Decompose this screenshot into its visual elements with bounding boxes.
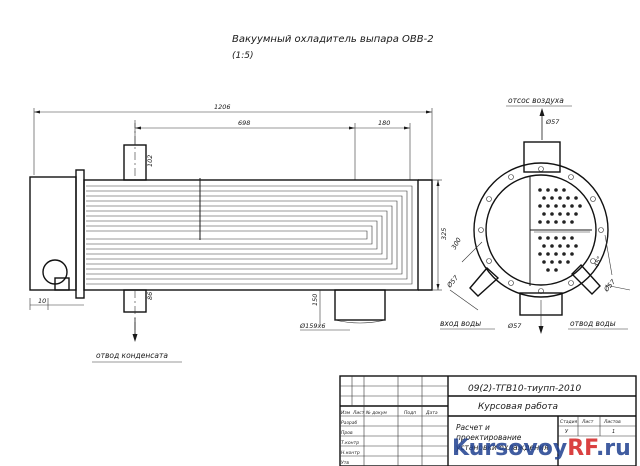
dim-top-nozzle: 102 <box>146 155 154 167</box>
col-doc: № докум <box>365 410 387 416</box>
doc-code: 09(2)-ТГВ10-тиупп-2010 <box>468 384 581 394</box>
drawing-title: Вакуумный охладитель выпара ОВВ-2 <box>232 34 434 45</box>
desc-line1: Расчет и <box>456 423 490 432</box>
watermark-part2: RF <box>567 436 598 461</box>
col-izm: Изм <box>341 410 351 416</box>
dim-diam-top: Ø57 <box>545 118 560 126</box>
shell-inner-circle <box>485 174 597 286</box>
dim-angle: 45° <box>592 255 603 269</box>
desc-line3: установки охлаждения <box>455 443 549 452</box>
work-type: Курсовая работа <box>478 402 558 412</box>
dim-diam-left: Ø57 <box>445 273 461 290</box>
label-air-exhaust: отсос воздуха <box>508 96 564 105</box>
dim-body-height: 325 <box>440 228 448 240</box>
dim-flange-gap: 10 <box>38 297 46 305</box>
label-condensate: отвод конденсата <box>96 351 168 360</box>
row-approve: Утв <box>341 460 349 466</box>
left-head <box>29 176 77 291</box>
title-block: 09(2)-ТГВ10-тиупп-2010 Курсовая работа И… <box>339 375 637 466</box>
water-out-nozzle: Ø57 45° <box>571 234 631 295</box>
right-end-cap <box>418 179 433 291</box>
sheets-label: Листов <box>603 419 621 425</box>
side-view: отсос воздуха Ø57 <box>440 96 631 334</box>
dim-span: 698 <box>238 119 250 127</box>
dim-overall: 1206 <box>214 103 231 111</box>
row-develop: Разраб <box>341 420 357 426</box>
dim-diam-bottom: Ø57 <box>507 322 522 330</box>
side-top-nozzle <box>523 141 561 173</box>
dim-diam-right: Ø57 <box>602 277 618 294</box>
bolt-holes <box>478 166 604 294</box>
label-water-in: вход воды <box>440 319 481 328</box>
front-view: 1206 698 180 <box>29 103 448 363</box>
col-list: Лист <box>352 410 365 416</box>
stage-label: Стадия <box>560 419 578 425</box>
col-date: Дата <box>425 410 438 416</box>
shell-outer-circle <box>473 162 609 298</box>
watermark-logo: KursovoyRF.ru <box>452 436 631 461</box>
stage-value: У <box>565 429 569 435</box>
shell-body <box>83 179 419 291</box>
tube-bundle <box>86 185 413 285</box>
sheet-label: Лист <box>581 419 594 425</box>
bottom-big-nozzle <box>334 289 386 321</box>
row-tcontrol: Т.контр <box>341 440 359 446</box>
row-check: Пров <box>341 430 353 436</box>
svg-text:KursovoyRF.ru: KursovoyRF.ru <box>452 436 631 461</box>
row-ncontrol: Н.контр <box>341 450 360 456</box>
watermark-part3: .ru <box>596 436 631 461</box>
col-sign: Подп <box>404 410 416 416</box>
dim-bottom-nozzle: 86 <box>146 292 154 300</box>
drawing-scale: (1:5) <box>232 51 254 61</box>
left-flange <box>75 169 85 299</box>
dim-bottom-offset: 150 <box>311 294 319 306</box>
watermark-part1: Kursovoy <box>452 436 567 461</box>
dim-pipe-spec: Ø159х6 <box>299 322 326 330</box>
sheet-value: 1 <box>612 429 615 435</box>
dim-side: 300 <box>450 236 463 251</box>
tube-holes <box>538 188 582 272</box>
dim-right-offset: 180 <box>378 119 390 127</box>
label-water-out: отвод воды <box>570 319 616 328</box>
desc-line2: проектирование <box>456 433 522 442</box>
